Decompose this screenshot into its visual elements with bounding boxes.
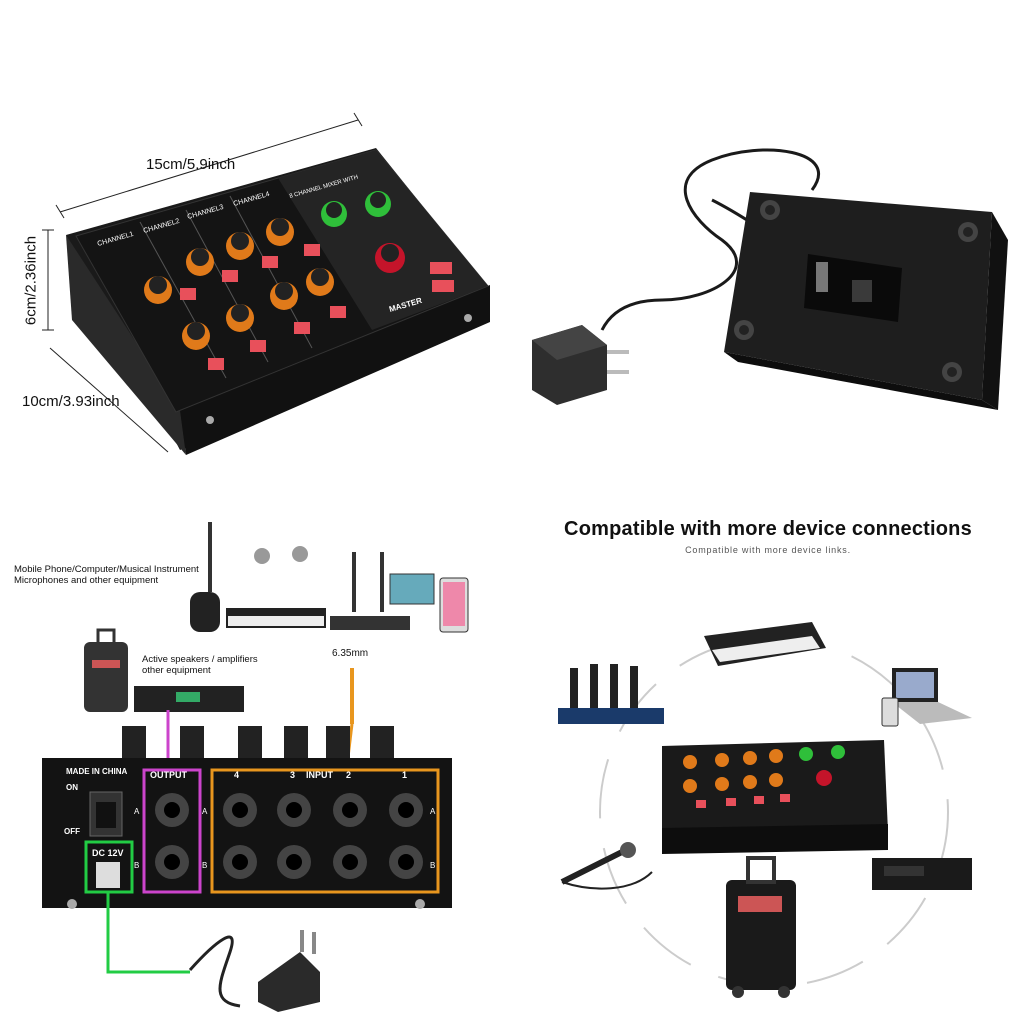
devices-label: Mobile Phone/Computer/Musical Instrument… xyxy=(14,564,199,586)
product-dimension-view: CHANNEL1 CHANNEL2 CHANNEL3 CHANNEL4 8 CH… xyxy=(0,0,512,512)
volume-knob xyxy=(270,282,298,310)
volume-knob xyxy=(186,248,214,276)
input-number: 3 xyxy=(290,770,295,780)
master-knob xyxy=(375,243,405,273)
av-receiver-icon xyxy=(872,858,972,890)
output-jack xyxy=(155,845,189,879)
row-b-label: B xyxy=(134,861,139,870)
input-box xyxy=(210,768,440,894)
volume-knob xyxy=(306,268,334,296)
made-in-label: MADE IN CHINA xyxy=(66,767,128,776)
input-number: 2 xyxy=(346,770,351,780)
off-label: OFF xyxy=(64,827,80,836)
power-adapter xyxy=(532,325,629,405)
wireless-mic-icon xyxy=(558,664,664,724)
keyboard-icon xyxy=(704,622,826,666)
input-jack xyxy=(277,793,311,827)
instruments-group xyxy=(190,522,469,633)
input-number: 1 xyxy=(402,770,407,780)
input-jack xyxy=(389,845,423,879)
input-jack xyxy=(223,845,257,879)
volume-knob xyxy=(266,218,294,246)
input-jack xyxy=(333,845,367,879)
output-jack xyxy=(155,793,189,827)
effect-knob xyxy=(365,191,391,217)
connection-diagram: Mobile Phone/Computer/Musical Instrument… xyxy=(0,512,512,1024)
mixer-center-icon xyxy=(662,740,888,854)
input-jack xyxy=(389,793,423,827)
row-a-label: A xyxy=(430,807,436,816)
speakers-label: Active speakers / amplifiers other equip… xyxy=(142,654,258,676)
volume-knob xyxy=(226,232,254,260)
speaker-icon xyxy=(84,628,128,712)
height-dimension: 6cm/2.36inch xyxy=(22,235,40,326)
compatibility-diagram xyxy=(512,512,1024,1024)
width-dimension: 15cm/5.9inch xyxy=(146,156,236,173)
on-label: ON xyxy=(66,783,78,792)
mixer-angled-illustration: CHANNEL1 CHANNEL2 CHANNEL3 CHANNEL4 8 CH… xyxy=(42,112,490,455)
compatibility-subtitle: Compatible with more device links. xyxy=(685,545,851,555)
rear-panel-illustration: MADE IN CHINA ON OFF OUTPUT INPUT 4 3 2 … xyxy=(42,522,469,1012)
row-a-label: A xyxy=(134,807,140,816)
product-bottom-view xyxy=(512,0,1024,512)
input-jack xyxy=(223,793,257,827)
row-a-label: A xyxy=(202,807,208,816)
input-jack xyxy=(333,793,367,827)
dc-label: DC 12V xyxy=(92,848,124,858)
device-ring-illustration xyxy=(558,622,972,998)
plug-size-label: 6.35mm xyxy=(332,648,369,659)
volume-knob xyxy=(226,304,254,332)
output-label: OUTPUT xyxy=(150,770,188,780)
mixer-bottom-and-adapter xyxy=(532,148,1008,410)
effect-knob xyxy=(321,201,347,227)
input-label: INPUT xyxy=(306,770,334,780)
row-b-label: B xyxy=(202,861,207,870)
output-box xyxy=(142,768,202,894)
row-b-label: B xyxy=(430,861,435,870)
mixer-bottom-body xyxy=(724,192,1008,410)
input-number: 4 xyxy=(234,770,239,780)
wired-mic-icon xyxy=(560,842,653,890)
compatibility-title: Compatible with more device connections xyxy=(564,518,972,540)
trolley-speaker-icon xyxy=(726,856,796,998)
depth-dimension: 10cm/3.93inch xyxy=(22,393,120,410)
dc-adapter-icon xyxy=(188,930,320,1012)
volume-knob xyxy=(144,276,172,304)
input-jack xyxy=(277,845,311,879)
laptop-icon xyxy=(881,668,972,727)
volume-knob xyxy=(182,322,210,350)
